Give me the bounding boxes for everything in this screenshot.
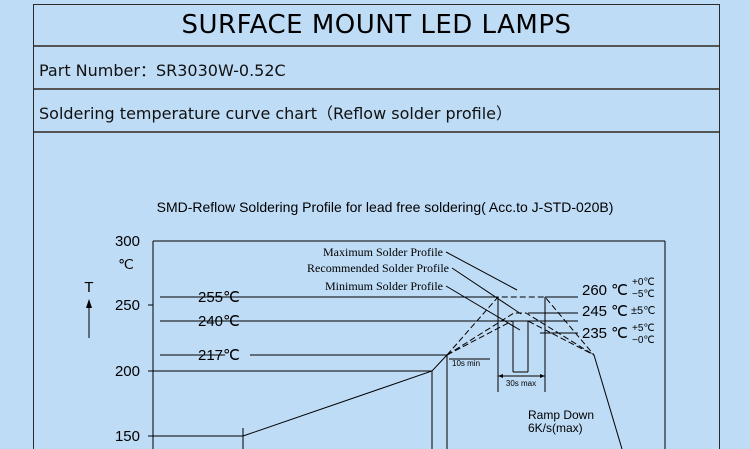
peak-260-tol-plus: +0℃ [632, 277, 655, 288]
peak-260: 260℃ [582, 282, 628, 299]
part-number-value: SR3030W-0.52C [155, 61, 286, 80]
y-tick-250: 250 [115, 297, 140, 314]
peak-235-unit: ℃ [611, 325, 628, 342]
preheat-curve [242, 354, 448, 437]
chart-title: SMD-Reflow Soldering Profile for lead fr… [157, 199, 614, 215]
peak-245-value: 245 [582, 303, 607, 320]
peak-245-unit: ℃ [611, 303, 628, 320]
ref-label-255: 255℃ [198, 289, 240, 306]
peak-260-unit: ℃ [611, 282, 628, 299]
y-tick-300: 300 [115, 233, 140, 250]
t30-label: 30s max [506, 379, 536, 388]
y-tick-200: 200 [115, 363, 140, 380]
part-number-label: Part Number： [39, 61, 156, 80]
t-arrow-head [86, 299, 92, 308]
ref-label-217: 217℃ [198, 347, 240, 364]
ref-label-240: 240℃ [198, 313, 240, 330]
title-row: SURFACE MOUNT LED LAMPS [34, 5, 719, 47]
peak-260-tol-minus: −5℃ [632, 289, 655, 300]
legend-max-profile: Maximum Solder Profile [323, 245, 443, 259]
peak-245: 245℃ [582, 303, 628, 320]
max-profile-curve [446, 296, 595, 356]
leader-min [445, 285, 521, 331]
datasheet: SURFACE MOUNT LED LAMPS Part Number：SR30… [33, 4, 720, 449]
peak-245-tol: ±5℃ [631, 305, 656, 317]
section-title: Soldering temperature curve chart（Reflow… [39, 104, 513, 123]
y-tick-150: 150 [115, 428, 140, 445]
peak-235-value: 235 [582, 325, 607, 342]
peak-235: 235℃ [582, 325, 628, 342]
y-axis-label: T [84, 279, 93, 296]
peak-235-tol-minus: −0℃ [632, 335, 655, 346]
t30-arrow-right [540, 374, 545, 378]
page-title: SURFACE MOUNT LED LAMPS [181, 10, 572, 40]
part-number: Part Number：SR3030W-0.52C [39, 57, 286, 81]
part-number-row: Part Number：SR3030W-0.52C [34, 47, 719, 90]
legend-recommended-profile: Recommended Solder Profile [307, 261, 449, 275]
ramp-down-label: Ramp Down [528, 408, 594, 422]
t10-label: 10s min [452, 359, 480, 368]
min-profile-curve [446, 312, 595, 356]
y-unit: ℃ [118, 256, 134, 272]
ramp-down-rate: 6K/s(max) [528, 421, 583, 435]
t30-arrow-left [498, 374, 503, 378]
recommended-profile-curve [446, 320, 595, 356]
peak-235-tol-plus: +5℃ [632, 323, 655, 334]
legend-min-profile: Minimum Solder Profile [325, 279, 443, 293]
soldering-row: Soldering temperature curve chart（Reflow… [34, 90, 719, 133]
peak-260-value: 260 [582, 282, 607, 299]
ramp-down-curve [593, 354, 623, 449]
leader-recommended [451, 267, 522, 315]
leader-max [445, 251, 518, 291]
